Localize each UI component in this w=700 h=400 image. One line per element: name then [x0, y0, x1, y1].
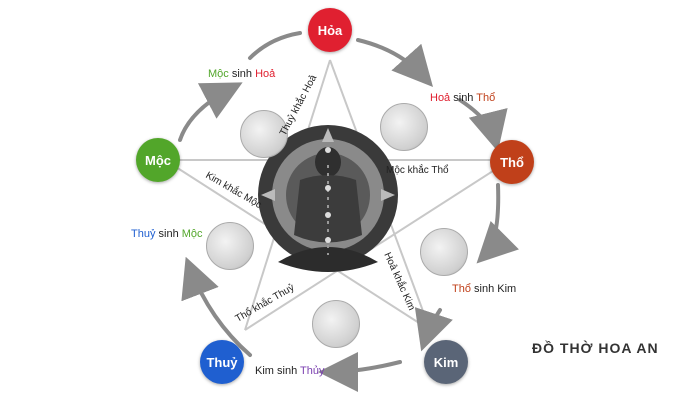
generating-label-moc-hoa: Mộc sinh Hoả: [208, 68, 275, 80]
element-tho-label: Thổ: [500, 154, 524, 170]
generating-moc-hoa-a: Mộc: [208, 68, 229, 80]
generating-arrows: [178, 31, 519, 392]
element-moc: Mộc: [136, 138, 180, 182]
generating-kim-thuy-a: Kim: [255, 365, 274, 377]
generating-kim-thuy-b: Thủy: [300, 365, 325, 377]
generating-hoa-tho-sep: sinh: [450, 92, 477, 104]
element-thuy-label: Thuỷ: [206, 354, 238, 370]
generating-thuy-moc-a: Thuỷ: [131, 228, 156, 240]
central-figure: [258, 125, 398, 272]
generating-moc-hoa-sep: sinh: [228, 68, 256, 80]
generating-label-hoa-tho: Hoả sinh Thổ: [430, 92, 495, 104]
generating-label-tho-kim: Thổ sinh Kim: [452, 283, 516, 295]
generating-tho-kim-a: Thổ: [452, 283, 471, 295]
element-kim: Kim: [424, 340, 468, 384]
brand-watermark: ĐỒ THỜ HOA AN: [532, 340, 659, 356]
generating-tho-kim-sep: sinh: [470, 283, 498, 295]
element-tho: Thổ: [490, 140, 534, 184]
generating-moc-hoa-b: Hoả: [255, 68, 276, 80]
generating-kim-thuy-sep: sinh: [273, 365, 301, 377]
illustration-metal-to-water: [312, 300, 360, 348]
element-kim-label: Kim: [433, 354, 459, 370]
generating-label-thuy-moc: Thuỷ sinh Mộc: [131, 228, 203, 240]
generating-hoa-tho-a: Hoả: [430, 92, 451, 104]
element-hoa: Hỏa: [308, 8, 352, 52]
generating-hoa-tho-b: Thổ: [476, 92, 496, 104]
illustration-earth-to-metal: [420, 228, 468, 276]
element-thuy: Thuỷ: [200, 340, 244, 384]
generating-thuy-moc-b: Mộc: [181, 228, 203, 240]
generating-tho-kim-b: Kim: [497, 283, 517, 295]
illustration-wood-to-fire: [240, 110, 288, 158]
element-hoa-label: Hỏa: [317, 22, 343, 38]
controlling-label-moc-tho: Mộc khắc Thổ: [386, 165, 449, 176]
generating-thuy-moc-sep: sinh: [155, 228, 182, 240]
generating-label-kim-thuy: Kim sinh Thủy: [255, 365, 325, 377]
element-moc-label: Mộc: [145, 152, 171, 168]
illustration-water-to-wood: [206, 222, 254, 270]
illustration-fire-to-earth: [380, 103, 428, 151]
